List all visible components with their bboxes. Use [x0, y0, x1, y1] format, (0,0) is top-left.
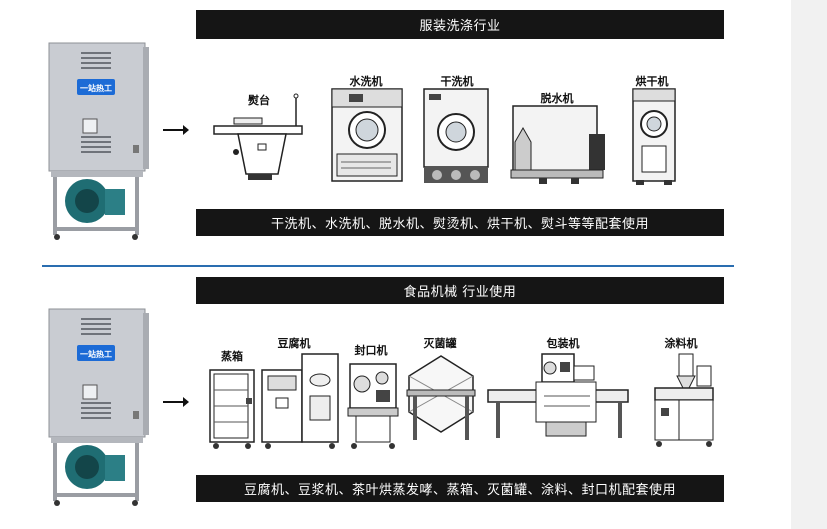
section1-title: 服装洗涤行业 [419, 19, 501, 34]
label-packer: 包装机 [546, 337, 580, 350]
section1-caption: 干洗机、水洗机、脱水机、熨烫机、烘干机、熨斗等等配套使用 [270, 217, 649, 232]
sterilizer-drawing [405, 352, 477, 444]
sealer-drawing [346, 358, 400, 450]
label-sterilizer: 灭菌罐 [423, 337, 457, 350]
label-tofu-machine: 豆腐机 [277, 337, 311, 350]
dryer-drawing [632, 88, 676, 186]
tofu-machine-drawing [260, 352, 342, 450]
label-ironing-table: 熨台 [248, 94, 270, 107]
section2-title-banner: 食品机械 行业使用 [196, 277, 724, 304]
extractor-drawing [509, 104, 609, 186]
dry-cleaner-drawing [423, 88, 489, 186]
section2-caption: 豆腐机、豆浆机、茶叶烘蒸发哮、蒸箱、灭菌罐、涂料、封口机配套使用 [243, 483, 676, 498]
steam-box-drawing [208, 368, 256, 450]
packer-drawing [486, 352, 630, 444]
coater-drawing [651, 352, 715, 448]
ironing-table-drawing [212, 88, 308, 188]
right-margin-strip [791, 0, 827, 529]
label-dry-cleaner: 干洗机 [440, 75, 474, 88]
arrow-right-icon [163, 396, 189, 408]
section-divider [42, 265, 734, 267]
label-extractor: 脱水机 [540, 92, 574, 105]
label-steam-box: 蒸箱 [221, 350, 243, 363]
section1-title-banner: 服装洗涤行业 [196, 10, 724, 39]
arrow-right-icon [163, 124, 189, 136]
water-washer-drawing [331, 88, 403, 184]
section2-title: 食品机械 行业使用 [403, 285, 517, 300]
section2-caption-banner: 豆腐机、豆浆机、茶叶烘蒸发哮、蒸箱、灭菌罐、涂料、封口机配套使用 [196, 475, 724, 502]
section1-caption-banner: 干洗机、水洗机、脱水机、熨烫机、烘干机、熨斗等等配套使用 [196, 209, 724, 236]
label-dryer: 烘干机 [635, 75, 669, 88]
label-sealer: 封口机 [354, 344, 388, 357]
heater-unit-2: 一站热工 [47, 307, 151, 510]
heater-badge-1: 一站热工 [80, 84, 112, 93]
heater-badge-2: 一站热工 [80, 350, 112, 359]
heater-unit-1: 一站热工 [47, 41, 151, 244]
label-water-washer: 水洗机 [349, 75, 383, 88]
label-coater: 涂料机 [664, 337, 698, 350]
